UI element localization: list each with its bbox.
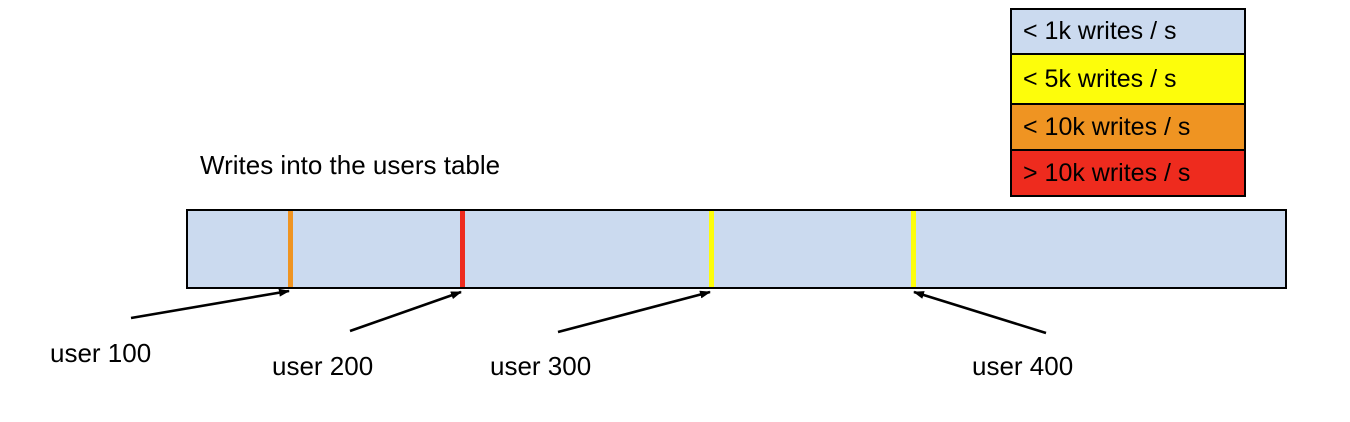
legend-item-lt-1k: < 1k writes / s [1012, 10, 1244, 55]
marker-label-user-200: user 200 [272, 351, 374, 381]
bar-stripe-user-300 [709, 211, 714, 287]
legend-item-label: < 10k writes / s [1023, 112, 1191, 141]
legend-item-lt-5k: < 5k writes / s [1012, 55, 1244, 105]
bar-stripe-user-200 [460, 211, 465, 287]
arrow-user-100 [130, 288, 290, 320]
marker-label-user-300: user 300 [490, 351, 592, 381]
bar-stripe-user-100 [288, 211, 293, 287]
writes-legend: < 1k writes / s < 5k writes / s < 10k wr… [1010, 8, 1246, 197]
bar-stripe-user-400 [911, 211, 916, 287]
legend-item-label: > 10k writes / s [1023, 158, 1191, 187]
legend-item-label: < 5k writes / s [1023, 64, 1177, 93]
marker-label-user-400: user 400 [972, 351, 1074, 381]
arrow-user-300 [557, 290, 711, 334]
users-table-bar [186, 209, 1287, 289]
legend-item-lt-10k: < 10k writes / s [1012, 105, 1244, 151]
marker-label-user-100: user 100 [50, 338, 152, 368]
page-title: Writes into the users table [200, 150, 501, 180]
legend-item-gt-10k: > 10k writes / s [1012, 151, 1244, 195]
legend-item-label: < 1k writes / s [1023, 17, 1177, 45]
arrow-user-400 [913, 290, 1047, 335]
arrow-user-200 [349, 290, 462, 333]
